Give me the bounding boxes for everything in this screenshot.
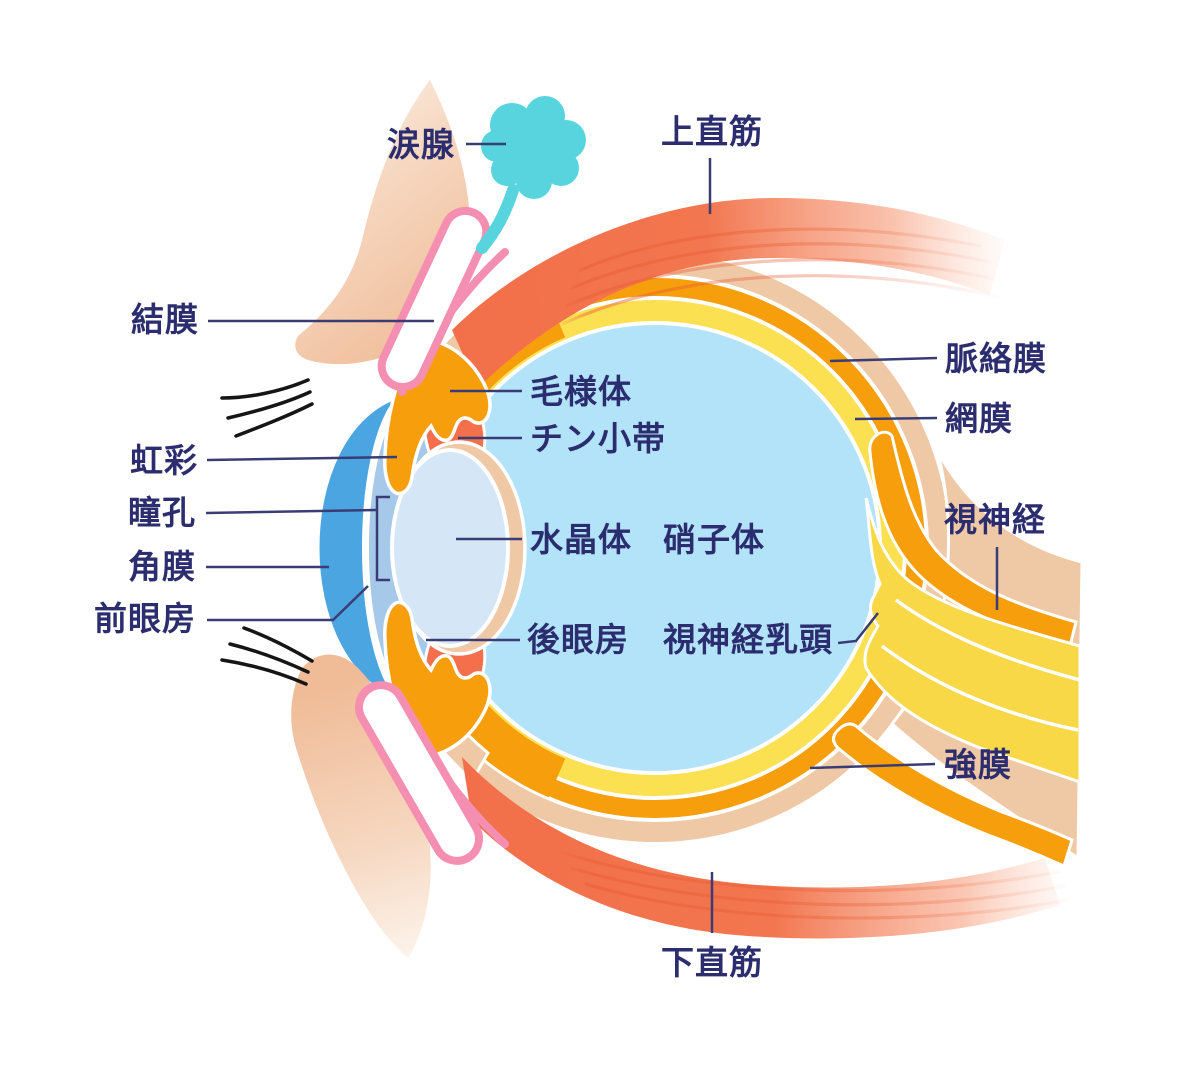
label-optic-disc: 視神経乳頭 [663,620,833,659]
upper-eyelashes [220,378,314,438]
optic-nerve-assembly [832,430,1084,869]
lower-eyelashes [220,626,314,686]
label-sclera: 強膜 [944,745,1012,784]
label-vitreous-body: 硝子体 [663,520,765,559]
label-pupil: 瞳孔 [128,493,196,532]
anterior-segment [315,338,527,758]
label-choroid: 脈絡膜 [945,339,1047,378]
leader-lines [205,142,999,933]
label-posterior-chamber: 後眼房 [527,620,629,659]
line-retina [854,416,938,421]
line-anterior-chamber [207,585,369,622]
label-zonule: チン小帯 [530,419,666,458]
choroid-nerve-wrap-top [868,430,1078,648]
lacrimal-duct [476,184,519,254]
label-iris: 虹彩 [130,441,198,480]
labels: 涙腺 上直筋 結膜 虹彩 瞳孔 角膜 前眼房 毛様体 チン小帯 水晶体 硝子体 … [94,112,1047,982]
inferior-rectus-muscle [462,757,1070,939]
label-inferior-rectus: 下直筋 [661,943,763,982]
label-cornea: 角膜 [128,547,196,586]
conjunctival-sac-lower [355,681,483,865]
conjunctival-sac-upper [377,206,491,392]
optic-nerve-fibers [863,497,1082,785]
label-optic-nerve: 視神経 [944,500,1046,539]
label-ciliary-body: 毛様体 [530,372,632,411]
line-iris [206,455,398,462]
lens-shape [390,448,510,648]
pupil-bracket [375,495,390,582]
label-superior-rectus: 上直筋 [661,112,763,151]
lacrimal-gland-shape [476,96,586,254]
label-lacrimal-gland: 涙腺 [387,125,455,164]
label-retina: 網膜 [945,399,1013,438]
line-choroid [829,356,938,363]
line-pupil [205,508,378,515]
muscle-fiber-stripes [560,227,1004,326]
line-optic-disc [837,612,879,645]
label-conjunctiva: 結膜 [131,300,199,339]
lower-eyelid [220,626,483,958]
line-sclera [809,762,936,770]
upper-eyelid [220,80,491,438]
label-lens: 水晶体 [530,520,632,559]
superior-rectus-muscle [452,197,1005,388]
label-anterior-chamber: 前眼房 [94,599,196,638]
muscle-fiber-stripes [558,850,1070,920]
choroid-nerve-wrap-bottom [832,722,1074,869]
nerve-fiber-dividers [880,598,1081,732]
